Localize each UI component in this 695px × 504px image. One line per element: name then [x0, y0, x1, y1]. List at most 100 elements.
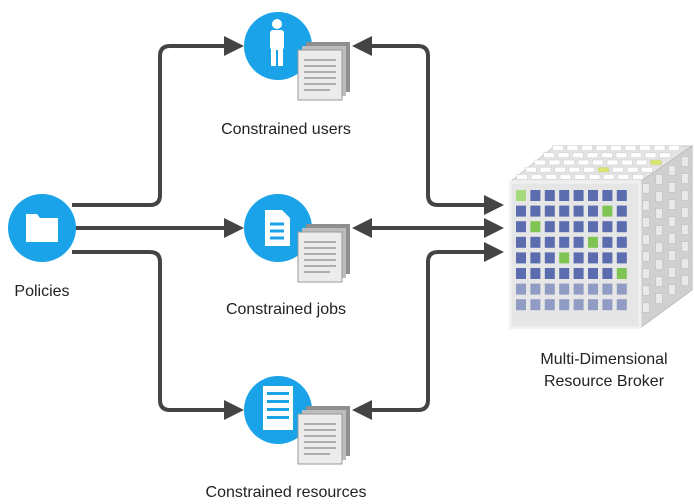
cube-cell: [577, 159, 590, 166]
cube-cell: [616, 190, 627, 201]
cube-cell: [642, 251, 650, 262]
folder-icon: [26, 214, 58, 242]
cube-cell: [588, 221, 598, 233]
cube-cell: [681, 207, 689, 218]
cube-cell: [530, 190, 541, 201]
document-stack-icon: [297, 406, 350, 465]
cube-cell: [588, 268, 598, 279]
cube-cell: [642, 183, 650, 194]
resources-label: Constrained resources: [206, 484, 367, 501]
cube-cell: [566, 145, 579, 151]
cube-cell: [516, 236, 526, 248]
cube-cell: [559, 221, 570, 233]
cube-cell: [635, 159, 648, 166]
document-stack-icon: [297, 224, 350, 283]
cube-cell: [516, 252, 526, 264]
cube-cell: [574, 174, 586, 180]
users-label: Constrained users: [221, 121, 351, 138]
cube-cell: [573, 221, 584, 233]
cube-cell: [601, 152, 613, 159]
cube-cell: [583, 166, 595, 173]
cube-cell: [602, 190, 613, 201]
cube-cell: [616, 299, 627, 311]
cube-cell: [588, 236, 598, 248]
cube-cell: [630, 152, 642, 159]
cube-cell: [559, 283, 570, 295]
cube-cell: [588, 299, 598, 311]
cube-cell: [668, 233, 676, 244]
cube-cell: [668, 145, 680, 151]
cube-cell: [581, 145, 593, 151]
cube-cell: [668, 250, 676, 261]
cube-cell: [681, 241, 689, 252]
cube-cell: [655, 208, 663, 219]
cube-cell: [516, 205, 526, 217]
cube-cell: [586, 152, 599, 159]
cube-cell: [588, 174, 601, 180]
connector-policies-to-resources: [72, 250, 244, 420]
cube-cell: [559, 268, 570, 279]
cube-cell: [624, 145, 637, 151]
cube-cell: [602, 299, 613, 311]
cube-cell: [642, 268, 650, 279]
resources-node: [244, 376, 350, 465]
cube-cell: [641, 166, 653, 173]
cube-cell: [644, 152, 657, 159]
cube-cell: [588, 283, 598, 295]
cube-cell: [530, 268, 541, 279]
cube-cell: [668, 165, 676, 176]
cube-cell: [554, 166, 566, 173]
cube-cell: [642, 302, 650, 313]
cube-cell: [616, 205, 627, 217]
cube-cell: [530, 174, 543, 180]
cube-cell: [573, 236, 584, 248]
cube-cell: [516, 221, 526, 233]
cube-cell: [602, 221, 613, 233]
cube-cell: [573, 205, 584, 217]
cube-cell: [602, 268, 613, 279]
cube-cell: [602, 283, 613, 295]
cube-cell: [530, 221, 541, 233]
cube-cell: [612, 166, 624, 173]
cube-cell: [642, 200, 650, 211]
cube-cell: [544, 299, 555, 311]
cube-cell: [573, 283, 584, 295]
users-node: [244, 12, 350, 101]
cube-cell: [530, 252, 541, 264]
cube-cell: [588, 252, 598, 264]
cube-cell: [544, 252, 555, 264]
cube-cell: [545, 174, 557, 180]
cube-cell: [681, 275, 689, 286]
cube-cell: [557, 152, 570, 159]
cube-cell: [617, 174, 630, 180]
server-rack-icon: [263, 386, 293, 430]
cube-cell: [539, 166, 552, 173]
cube-cell: [606, 159, 619, 166]
cube-cell: [650, 159, 662, 166]
cube-cell: [573, 190, 584, 201]
connector-broker-users: [352, 36, 504, 215]
cube-cell: [530, 283, 541, 295]
document-icon: [265, 210, 290, 246]
cube-cell: [559, 299, 570, 311]
document-stack-icon: [297, 42, 350, 101]
cube-cell: [616, 283, 627, 295]
cube-cell: [563, 159, 575, 166]
cube-cell: [525, 166, 537, 173]
cube-cell: [544, 236, 555, 248]
cube-cell: [642, 234, 650, 245]
jobs-node: [244, 194, 350, 283]
cube-cell: [603, 174, 615, 180]
cube-cell: [572, 152, 584, 159]
cube-cell: [530, 299, 541, 311]
cube-cell: [544, 283, 555, 295]
connector-policies-to-users: [72, 36, 244, 207]
cube-cell: [552, 145, 564, 151]
cube-cell: [655, 276, 663, 287]
cube-cell: [597, 166, 610, 173]
cube-cell: [530, 236, 541, 248]
cube-cell: [516, 268, 526, 279]
cube-cell: [626, 166, 639, 173]
cube-cell: [668, 284, 676, 295]
broker-label-line2: Resource Broker: [544, 373, 665, 390]
